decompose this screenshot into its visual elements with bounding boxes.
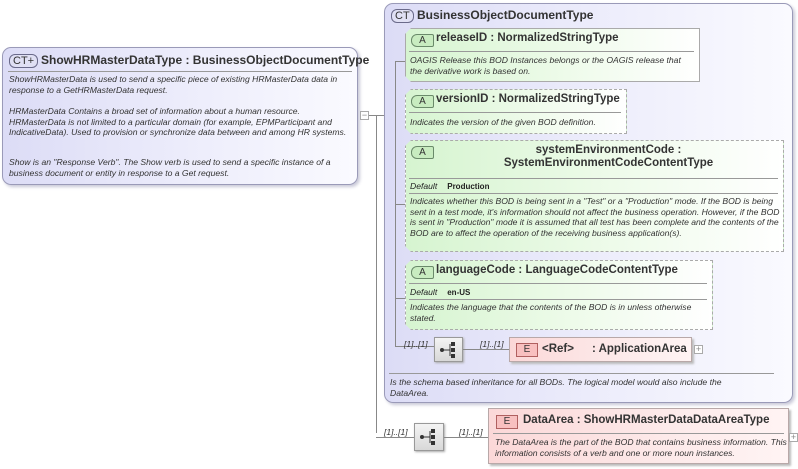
divider — [409, 112, 621, 113]
element-badge-icon: E — [496, 415, 518, 429]
element-ref: <Ref> — [542, 343, 574, 355]
element-description: The DataArea is the part of the BOD that… — [495, 437, 787, 458]
attribute-badge-icon: A — [411, 95, 434, 108]
attribute-version-id[interactable]: A versionID : NormalizedStringType Indic… — [405, 89, 627, 134]
complex-type-badge-icon: CT+ — [9, 54, 39, 68]
complex-type-show-hr-master-data[interactable]: CT+ ShowHRMasterDataType : BusinessObjec… — [2, 47, 369, 185]
complex-type-title: ShowHRMasterDataType : BusinessObjectDoc… — [41, 53, 370, 67]
expand-toggle[interactable]: + — [694, 344, 703, 354]
attribute-title: releaseID : NormalizedStringType — [436, 32, 619, 44]
element-title: : ApplicationArea — [592, 343, 687, 355]
attribute-title: systemEnvironmentCode : SystemEnvironmen… — [503, 144, 714, 169]
divider — [409, 283, 707, 284]
collapse-toggle[interactable]: − — [360, 110, 369, 120]
complex-type-badge-icon: CT — [391, 9, 414, 23]
attribute-release-id[interactable]: A releaseID : NormalizedStringType OAGIS… — [405, 28, 700, 82]
cardinality-label: [1]..[1] — [459, 427, 483, 437]
base-description: Is the schema based inheritance for all … — [390, 377, 722, 398]
connector — [395, 61, 396, 346]
default-value: en-US — [447, 288, 471, 297]
connector — [376, 437, 414, 438]
sequence-compositor[interactable] — [414, 423, 444, 451]
expand-toggle[interactable]: + — [789, 432, 798, 442]
divider — [8, 71, 352, 72]
divider — [409, 178, 778, 179]
connector — [444, 437, 488, 438]
element-application-area[interactable]: E <Ref> : ApplicationArea — [509, 337, 692, 362]
default-label: Default — [410, 287, 438, 297]
divider — [409, 51, 694, 52]
element-badge-icon: E — [516, 343, 538, 357]
default-value: Production — [447, 182, 490, 191]
divider — [409, 193, 778, 194]
default-row: Default en-US — [410, 287, 470, 297]
divider — [389, 373, 774, 374]
connector — [395, 346, 435, 347]
sequence-compositor[interactable] — [434, 337, 463, 362]
cardinality-label: [1]..[1] — [480, 339, 504, 349]
attribute-description: OAGIS Release this BOD Instances belongs… — [410, 55, 681, 76]
element-data-area[interactable]: E DataArea : ShowHRMasterDataDataAreaTyp… — [488, 408, 789, 464]
default-label: Default — [410, 181, 438, 191]
attribute-language-code[interactable]: A languageCode : LanguageCodeContentType… — [405, 260, 713, 330]
attribute-system-environment-code[interactable]: A systemEnvironmentCode : SystemEnvironm… — [405, 140, 784, 252]
connector — [395, 204, 406, 205]
divider — [493, 433, 784, 434]
connector — [369, 115, 377, 116]
attribute-description: Indicates the language that the contents… — [410, 302, 692, 323]
description-3: Show is an "Response Verb". The Show ver… — [9, 157, 331, 178]
cardinality-label: [1]..[1] — [404, 339, 428, 349]
connector — [395, 61, 406, 62]
sequence-icon — [420, 429, 435, 445]
connector — [376, 115, 377, 433]
attribute-badge-icon: A — [411, 266, 434, 279]
attribute-title: versionID : NormalizedStringType — [436, 93, 620, 105]
divider — [409, 299, 707, 300]
sequence-icon — [440, 342, 455, 358]
attribute-description: Indicates whether this BOD is being sent… — [410, 196, 780, 238]
connector — [463, 349, 509, 350]
attribute-description: Indicates the version of the given BOD d… — [410, 117, 596, 127]
connector — [395, 298, 406, 299]
attribute-title: languageCode : LanguageCodeContentType — [436, 264, 678, 276]
description-1: ShowHRMasterData is used to send a speci… — [9, 74, 338, 95]
attribute-badge-icon: A — [411, 146, 434, 159]
base-type-title: BusinessObjectDocumentType — [417, 8, 594, 22]
cardinality-label: [1]..[1] — [384, 427, 408, 437]
description-2: HRMasterData Contains a broad set of inf… — [9, 106, 347, 137]
attribute-badge-icon: A — [411, 34, 434, 47]
default-row: Default Production — [410, 181, 489, 191]
element-title: DataArea : ShowHRMasterDataDataAreaType — [523, 414, 770, 426]
connector — [376, 115, 384, 116]
